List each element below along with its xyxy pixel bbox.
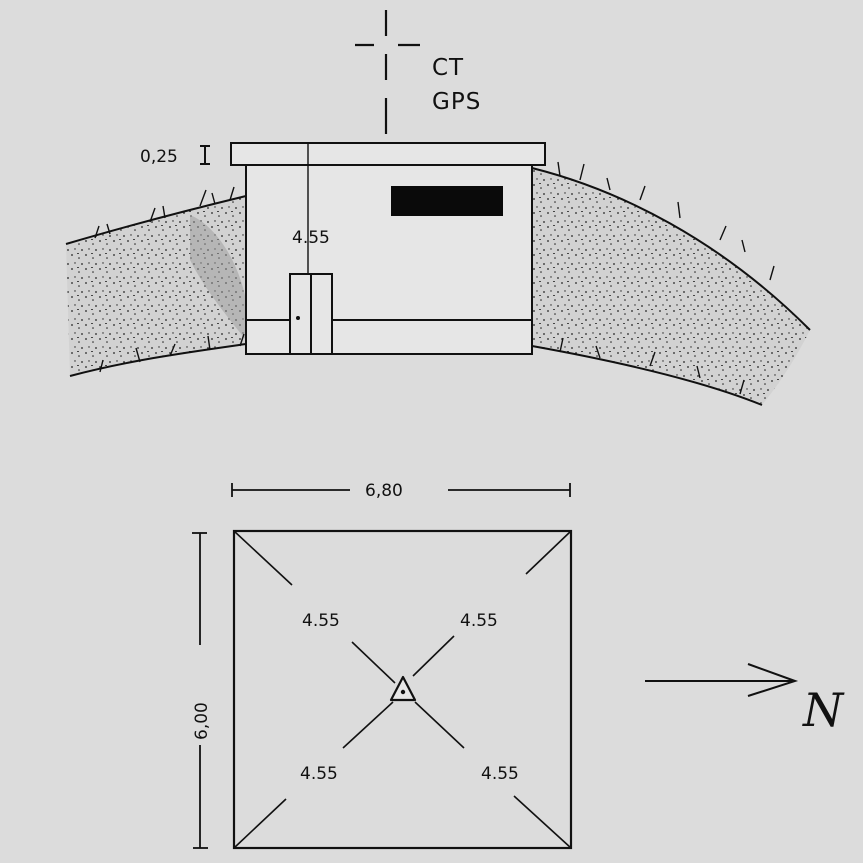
building-sign-panel xyxy=(391,186,503,216)
depth-dimension xyxy=(192,532,208,849)
target-label-gps: GPS xyxy=(432,89,481,115)
diagonal-top-right-label: 4.55 xyxy=(460,611,498,631)
target-label-ct: CT xyxy=(432,55,464,81)
building-height-label: 4.55 xyxy=(292,228,330,248)
north-arrow-icon xyxy=(645,663,799,697)
right-earth-mound xyxy=(531,161,811,406)
plan-outline xyxy=(232,529,573,850)
width-dimension xyxy=(231,483,571,497)
door-handle-icon xyxy=(296,316,300,320)
depth-label: 6,00 xyxy=(192,702,212,740)
north-label: N xyxy=(802,683,845,737)
roof-thickness-marker xyxy=(200,145,210,165)
left-earth-mound xyxy=(65,186,247,377)
roof-thickness-label: 0,25 xyxy=(140,147,178,167)
building-elevation xyxy=(230,142,546,355)
building-door xyxy=(289,273,333,355)
width-label: 6,80 xyxy=(365,481,403,501)
survey-point-triangle-icon xyxy=(389,675,417,702)
building-plan xyxy=(232,529,573,850)
diagonal-bottom-right-label: 4.55 xyxy=(481,764,519,784)
building-roof-slab xyxy=(230,142,546,166)
target-crosshair xyxy=(355,10,420,134)
diagonal-bottom-left-label: 4.55 xyxy=(300,764,338,784)
diagonal-top-left-label: 4.55 xyxy=(302,611,340,631)
